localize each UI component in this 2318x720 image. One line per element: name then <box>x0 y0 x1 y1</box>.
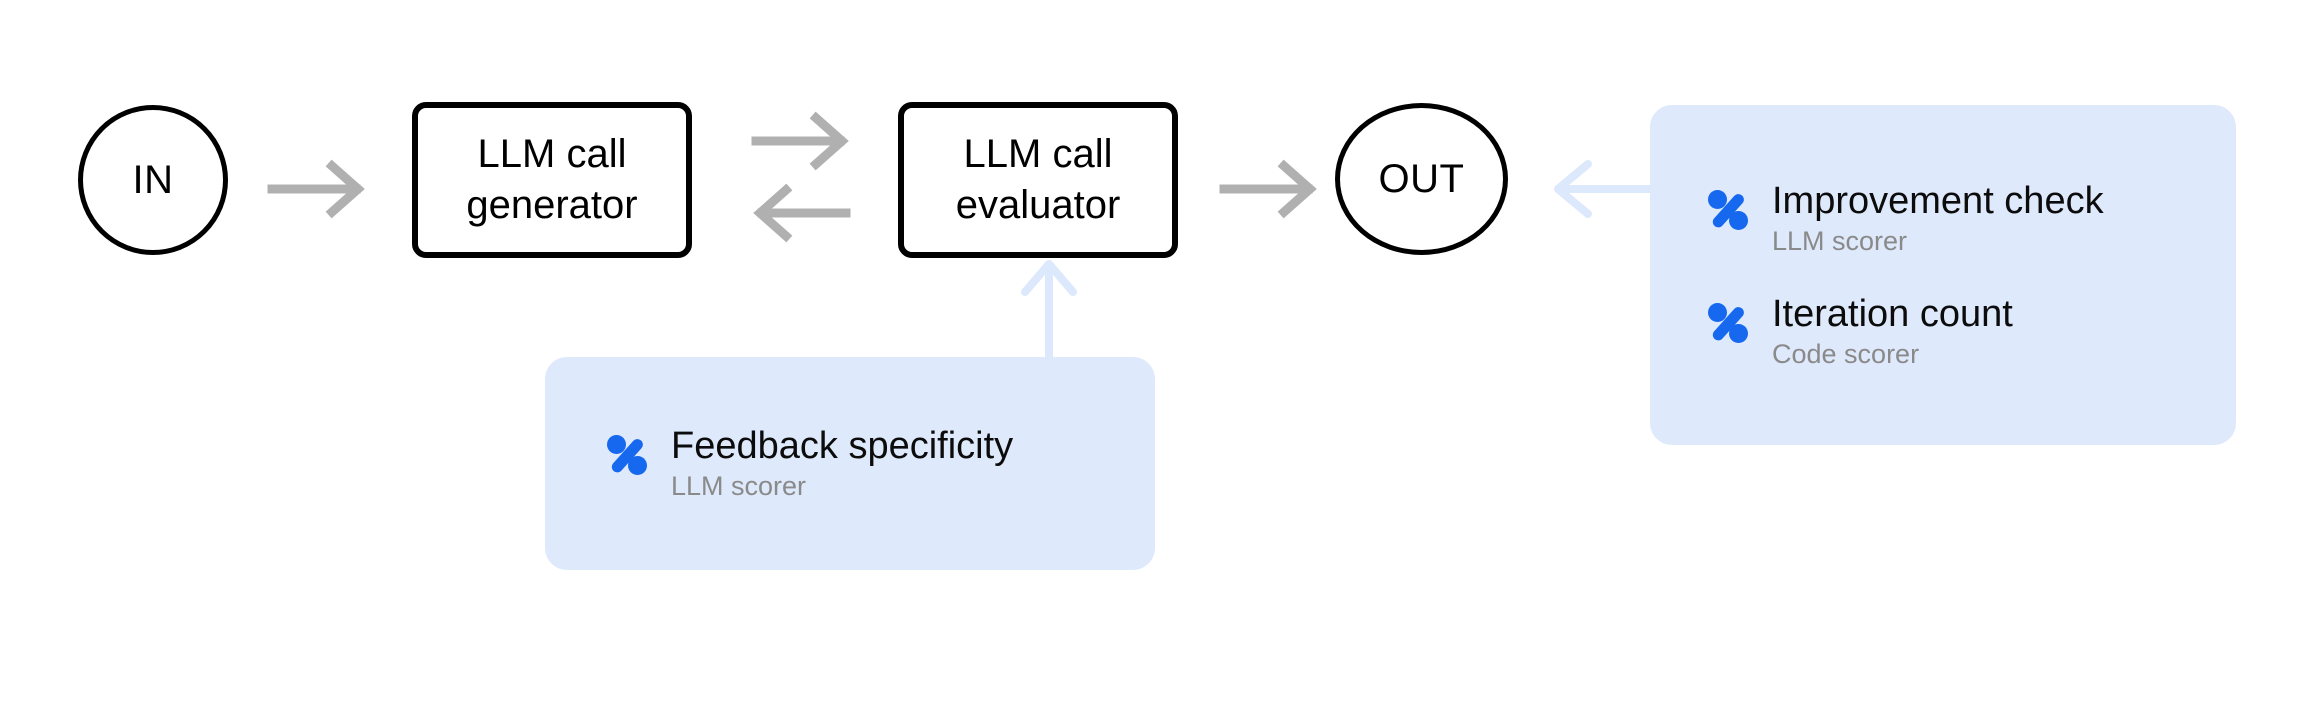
scorer-title: Iteration count <box>1772 293 2013 335</box>
node-out[interactable]: OUT <box>1335 103 1508 255</box>
scorer-item[interactable]: Feedback specificity LLM scorer <box>605 425 1155 502</box>
percent-scorer-icon <box>607 435 647 476</box>
scorer-item[interactable]: Improvement check LLM scorer <box>1706 180 2236 257</box>
node-llm-call-generator[interactable]: LLM call generator <box>412 102 692 258</box>
arrow-in-to-generator <box>267 159 365 219</box>
node-generator-label: LLM call generator <box>466 131 638 227</box>
scorer-subtitle: LLM scorer <box>671 470 807 501</box>
scorer-text: Feedback specificity LLM scorer <box>671 425 1013 502</box>
scorer-panel-bottom[interactable]: Feedback specificity LLM scorer <box>545 357 1155 570</box>
node-out-label: OUT <box>1378 157 1465 201</box>
node-in[interactable]: IN <box>78 105 228 255</box>
arrow-evaluator-to-generator <box>753 183 851 243</box>
node-llm-call-evaluator[interactable]: LLM call evaluator <box>898 102 1178 258</box>
scorer-panel-right[interactable]: Improvement check LLM scorer Iteration c… <box>1650 105 2236 445</box>
scorer-item[interactable]: Iteration count Code scorer <box>1706 293 2236 370</box>
scorer-subtitle: LLM scorer <box>1772 225 1908 256</box>
arrow-evaluator-to-out <box>1219 159 1317 219</box>
scorer-subtitle: Code scorer <box>1772 338 1920 369</box>
scorer-text: Iteration count Code scorer <box>1772 293 2013 370</box>
percent-scorer-icon <box>1708 303 1748 343</box>
scorer-text: Improvement check LLM scorer <box>1772 180 2104 257</box>
scorer-title: Feedback specificity <box>671 425 1014 468</box>
percent-scorer-icon <box>1708 190 1748 231</box>
arrow-bottom-panel-to-evaluator <box>1021 260 1077 366</box>
node-evaluator-label: LLM call evaluator <box>955 131 1121 227</box>
node-in-label: IN <box>132 158 174 202</box>
arrow-generator-to-evaluator <box>751 111 849 171</box>
scorer-title: Improvement check <box>1772 180 2104 223</box>
